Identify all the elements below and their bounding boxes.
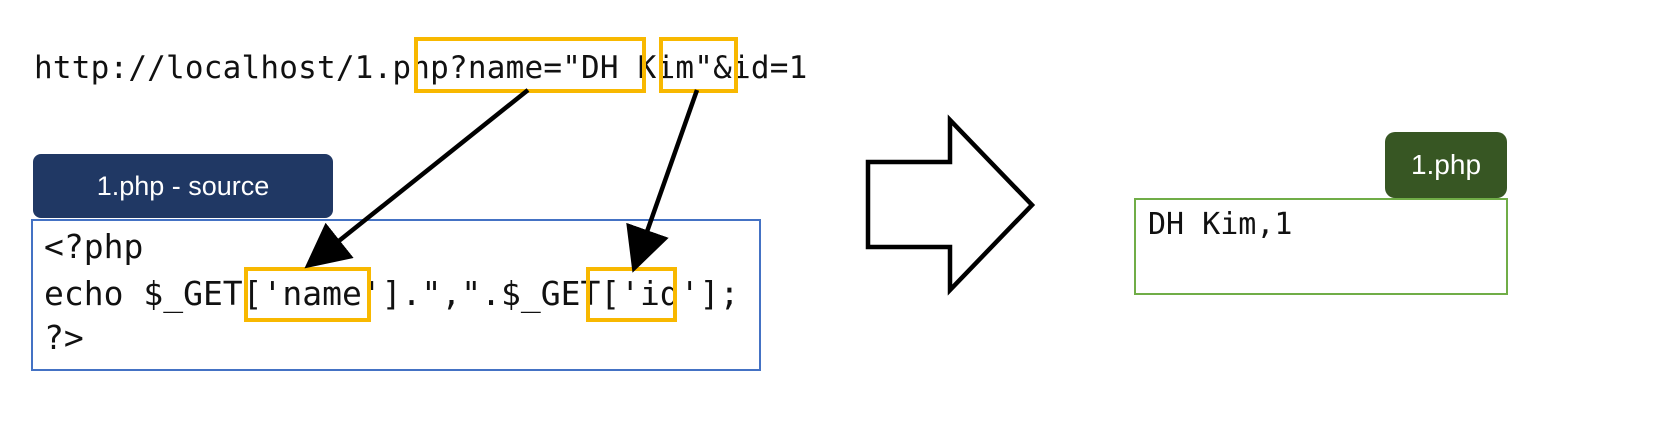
url-name-param: name="DH Kim"	[467, 50, 714, 86]
code-line-2: echo $_GET['name'].",".$_GET['id'];	[44, 274, 739, 314]
url-id-param: id=1	[731, 50, 808, 86]
code-line-3: ?>	[44, 318, 84, 357]
url-base: http://localhost/1.php?	[34, 50, 468, 86]
output-box	[1134, 198, 1508, 295]
output-tab: 1.php	[1385, 132, 1507, 198]
result-arrow-icon	[865, 114, 1036, 296]
output-text: DH Kim,1	[1148, 207, 1293, 242]
highlight-code-name	[244, 267, 371, 322]
arrow-id-mapping	[626, 89, 700, 273]
highlight-url-name	[414, 37, 646, 93]
code-line-1: <?php	[44, 227, 144, 266]
code-id-key: 'id'	[620, 274, 700, 313]
source-tab: 1.php - source	[33, 154, 333, 218]
url-separator: &	[713, 50, 732, 86]
code-echo: echo $_GET[	[44, 274, 263, 313]
code-concat: ].",".$_GET[	[381, 274, 621, 313]
arrow-name-mapping	[304, 88, 530, 269]
code-end: ];	[699, 274, 740, 313]
code-name-key: 'name'	[262, 274, 382, 313]
request-url: http://localhost/1.php?name="DH Kim"&id=…	[34, 50, 807, 86]
